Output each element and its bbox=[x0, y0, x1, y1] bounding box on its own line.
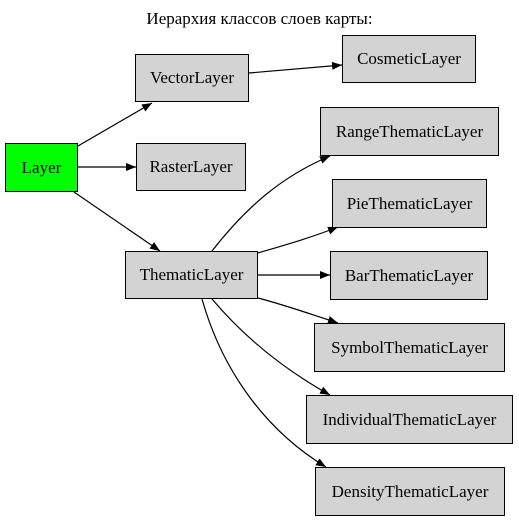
edge-vector-to-cosmetic bbox=[248, 61, 343, 74]
edge-thematic-to-pie bbox=[257, 226, 339, 254]
node-pie-thematic-layer: PieThematicLayer bbox=[332, 179, 487, 228]
node-individual-thematic-layer: IndividualThematicLayer bbox=[306, 395, 513, 444]
edge-thematic-to-individual bbox=[211, 298, 331, 396]
diagram-title: Иерархия классов слоев карты: bbox=[146, 9, 373, 28]
edge-thematic-to-density bbox=[201, 298, 327, 468]
edge-thematic-to-symbol bbox=[257, 297, 339, 324]
node-raster-layer: RasterLayer bbox=[136, 143, 246, 191]
node-thematic-layer: ThematicLayer bbox=[125, 251, 258, 299]
node-layer: Layer bbox=[5, 143, 78, 192]
node-bar-thematic-layer: BarThematicLayer bbox=[330, 251, 488, 300]
node-cosmetic-layer: CosmeticLayer bbox=[342, 35, 476, 83]
node-vector-layer: VectorLayer bbox=[135, 54, 249, 102]
edge-layer-to-vector bbox=[77, 102, 153, 147]
node-density-thematic-layer: DensityThematicLayer bbox=[315, 467, 505, 516]
node-range-thematic-layer: RangeThematicLayer bbox=[320, 107, 499, 156]
edge-layer-to-thematic bbox=[73, 191, 161, 252]
node-symbol-thematic-layer: SymbolThematicLayer bbox=[314, 323, 505, 372]
edge-thematic-to-range bbox=[211, 155, 331, 252]
